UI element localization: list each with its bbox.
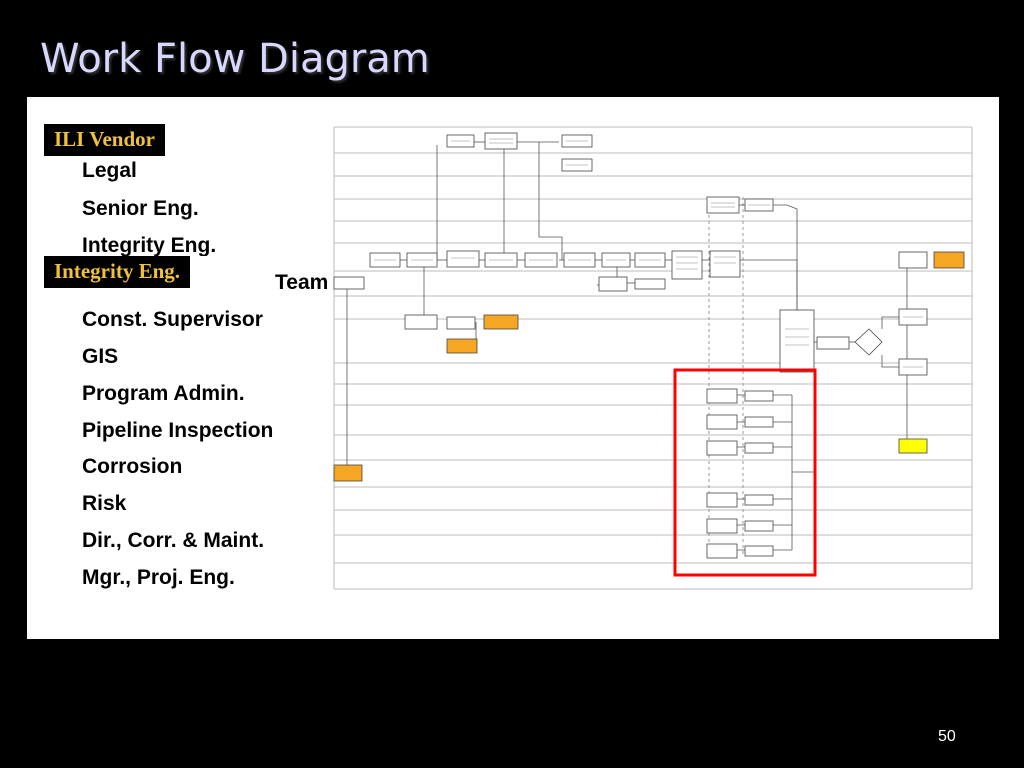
role-integrity-eng: Integrity Eng.	[82, 234, 217, 256]
role-senior-eng: Senior Eng.	[82, 197, 199, 220]
role-program-admin: Program Admin.	[82, 382, 245, 405]
highlight-boxes	[333, 251, 965, 482]
process-boxes	[333, 132, 928, 559]
role-team: Team	[275, 271, 329, 294]
role-const-supervisor: Const. Supervisor	[82, 308, 263, 331]
role-legal: Legal	[82, 159, 137, 182]
swimlane-lines	[333, 126, 973, 590]
diagram-panel: Legal Senior Eng. Integrity Eng. Team Co…	[27, 97, 999, 639]
role-dir-corr-maint: Dir., Corr. & Maint.	[82, 529, 265, 552]
role-corrosion: Corrosion	[82, 455, 183, 478]
workflow-diagram	[333, 126, 973, 590]
box-text-marks	[374, 138, 923, 368]
slide-title: Work Flow Diagram	[40, 36, 430, 82]
page-number: 50	[938, 728, 956, 745]
decision-diamond	[854, 328, 883, 356]
role-risk: Risk	[82, 492, 127, 515]
role-mgr-proj-eng: Mgr., Proj. Eng.	[82, 566, 235, 589]
tag-integrity-eng: Integrity Eng.	[44, 256, 190, 288]
role-pipeline-inspection: Pipeline Inspection	[82, 419, 274, 442]
tag-ili-vendor: ILI Vendor	[44, 124, 165, 156]
role-gis: GIS	[82, 345, 119, 368]
red-highlight-frame	[673, 368, 817, 577]
